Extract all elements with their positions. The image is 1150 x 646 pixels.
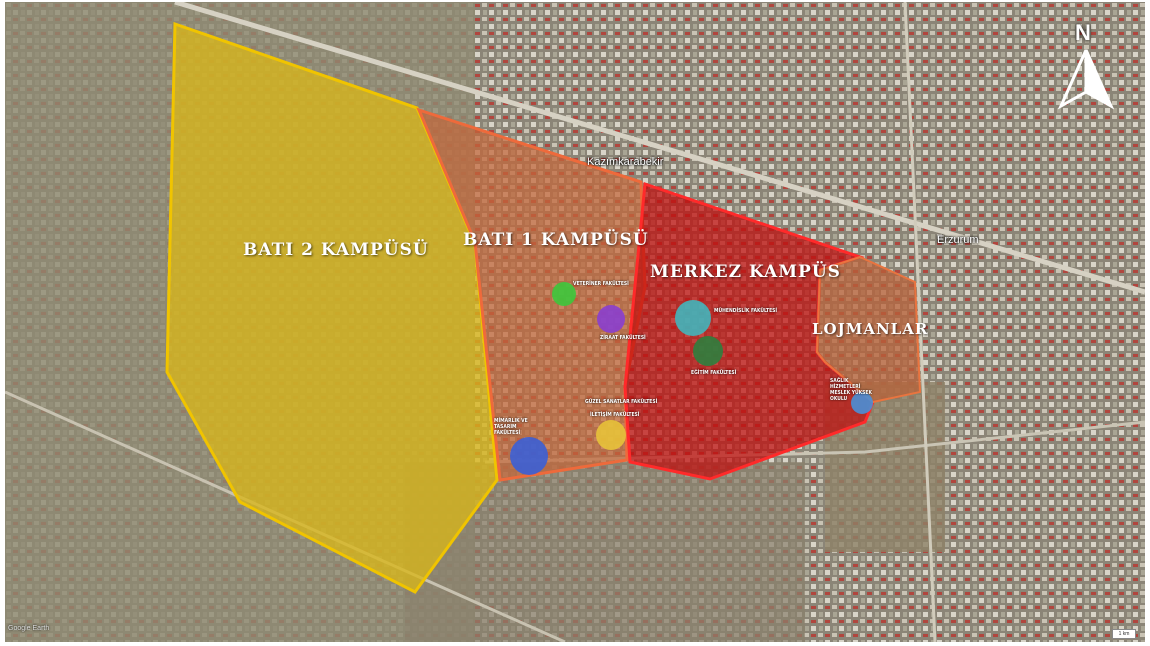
map-scale: 1 km (1112, 629, 1136, 639)
faculty-label-muhendislik: MÜHENDİSLİK FAKÜLTESİ (714, 308, 778, 314)
zone-label-bati1: BATI 1 KAMPÜSÜ (463, 230, 649, 250)
faculty-marker-egitim[interactable] (693, 336, 723, 366)
faculty-marker-veteriner[interactable] (552, 282, 576, 306)
place-label-erzurum: Erzurum (937, 234, 979, 246)
faculty-label-iletisim: İLETİŞİM FAKÜLTESİ (590, 412, 640, 418)
zone-label-lojman: LOJMANLAR (812, 320, 929, 338)
faculty-label-saglik: SAĞLIK HİZMETLERİ MESLEK YÜKSEK OKULU (830, 378, 872, 402)
map-credit: Google Earth (8, 625, 50, 632)
satellite-map[interactable]: BATI 2 KAMPÜSÜ BATI 1 KAMPÜSÜ MERKEZ KAM… (5, 2, 1145, 642)
faculty-label-guzel-sanatlar: GÜZEL SANATLAR FAKÜLTESİ (585, 399, 658, 405)
zone-lojman[interactable] (815, 255, 922, 404)
faculty-marker-guzel-sanatlar[interactable] (596, 420, 626, 450)
faculty-label-egitim: EĞİTİM FAKÜLTESİ (691, 370, 737, 376)
faculty-marker-ziraat[interactable] (597, 305, 625, 333)
faculty-marker-muhendislik[interactable] (675, 300, 711, 336)
faculty-marker-saglik[interactable] (851, 392, 873, 414)
zone-label-merkez: MERKEZ KAMPÜS (650, 262, 841, 282)
north-label: N (1075, 20, 1091, 45)
place-label-kazimkarabekir: Kazımkarabekir (587, 156, 664, 168)
faculty-label-mimarlik: MİMARLIK VE TASARIM FAKÜLTESİ (494, 418, 528, 436)
faculty-marker-mimarlik[interactable] (510, 437, 548, 475)
north-arrow-icon (1057, 49, 1115, 110)
faculty-label-ziraat: ZİRAAT FAKÜLTESİ (600, 335, 646, 341)
map-canvas (5, 2, 1145, 642)
zone-label-bati2: BATI 2 KAMPÜSÜ (243, 240, 429, 260)
faculty-label-veteriner: VETERİNER FAKÜLTESİ (573, 281, 629, 287)
